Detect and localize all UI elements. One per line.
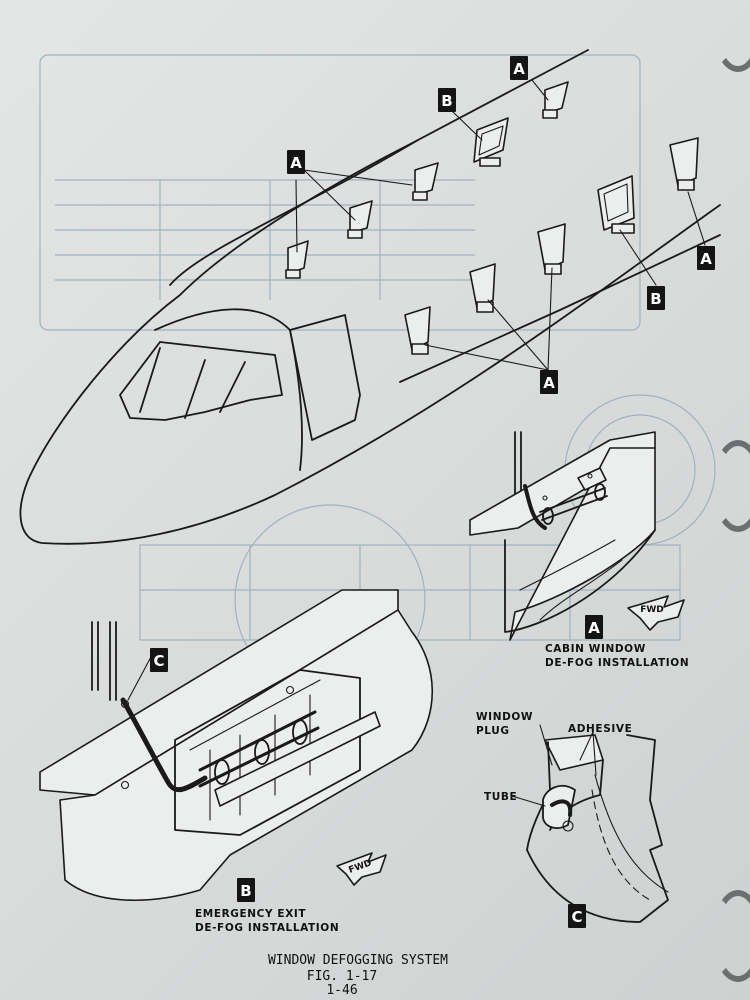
svg-text:DE-FOG INSTALLATION: DE-FOG INSTALLATION [195, 922, 339, 934]
svg-text:B: B [240, 882, 251, 900]
figure-number: FIG. 1-17 [307, 969, 377, 984]
cabin-windows [285, 81, 699, 355]
cabin-window-detail: FWD A CABIN WINDOW DE-FOG INSTALLATION [469, 431, 689, 669]
leader-lines [295, 79, 706, 371]
emergency-exit-windows [473, 117, 635, 234]
binder-ring [712, 890, 750, 982]
svg-text:TUBE: TUBE [484, 791, 517, 803]
page-number: 1-46 [326, 983, 357, 998]
callout-tag-a: A [540, 370, 558, 394]
binder-ring [712, 0, 750, 72]
svg-text:PLUG: PLUG [476, 725, 510, 737]
callout-tag-a: A [287, 150, 305, 174]
fuselage-outline [19, 49, 721, 545]
window-plug-detail: WINDOW PLUG ADHESIVE TUBE C [476, 711, 669, 928]
emergency-exit-detail: C FWD B EMERGENCY EXIT DE-FOG INSTALLATI… [39, 589, 434, 934]
svg-text:A: A [513, 60, 525, 78]
svg-text:A: A [700, 250, 712, 268]
svg-text:A: A [543, 374, 555, 392]
svg-text:ADHESIVE: ADHESIVE [568, 723, 632, 735]
callout-tag-b: B [438, 88, 456, 112]
callout-tag-a: A [697, 246, 715, 270]
svg-text:A: A [290, 154, 302, 172]
svg-text:B: B [650, 290, 661, 308]
svg-text:B: B [441, 92, 452, 110]
svg-text:DE-FOG INSTALLATION: DE-FOG INSTALLATION [545, 657, 689, 669]
callout-tag-a: A [510, 56, 528, 80]
svg-text:C: C [153, 652, 164, 670]
svg-text:EMERGENCY EXIT: EMERGENCY EXIT [195, 908, 306, 920]
figure-title: WINDOW DEFOGGING SYSTEM [268, 953, 448, 968]
callout-tag-b: B [647, 286, 665, 310]
svg-text:CABIN WINDOW: CABIN WINDOW [545, 643, 646, 655]
svg-text:FWD: FWD [640, 605, 664, 615]
svg-text:C: C [571, 908, 582, 926]
binder-ring [712, 440, 750, 532]
svg-text:WINDOW: WINDOW [476, 711, 533, 723]
svg-text:A: A [588, 619, 600, 637]
